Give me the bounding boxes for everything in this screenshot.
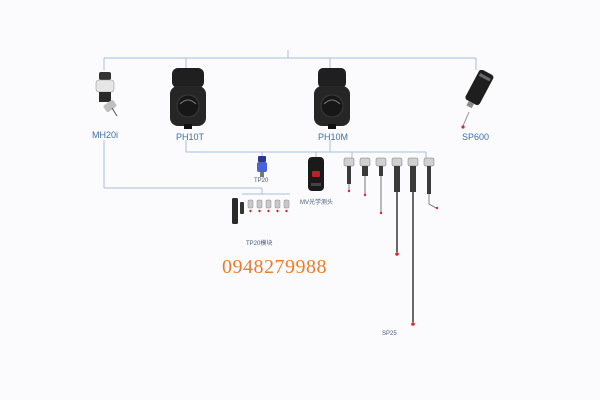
mh20i-probe-head-image: [90, 72, 120, 133]
ph10t-probe-head-image: [168, 68, 208, 135]
sp600-probe-image: [458, 69, 498, 137]
tp20-modules-label: TP20模块: [246, 241, 273, 247]
ph10t-label: PH10T: [176, 132, 205, 142]
tp20-modules-image: [230, 196, 294, 235]
tp20-probe-image: [255, 156, 269, 183]
mv-optical-probe-image: [306, 157, 326, 198]
sp600-label: SP600: [462, 132, 490, 142]
tp20-label: TP20: [254, 178, 269, 184]
mh20i-label: MH20i: [92, 130, 119, 140]
phone-number-watermark: 0948279988: [222, 256, 327, 278]
sp25-label: SP25: [382, 331, 397, 337]
mv-probe-label: MV光学测头: [300, 200, 334, 206]
ph10m-probe-head-image: [312, 68, 352, 135]
ph10m-label: PH10M: [318, 132, 349, 142]
sp25-module-set-image: [342, 156, 442, 333]
